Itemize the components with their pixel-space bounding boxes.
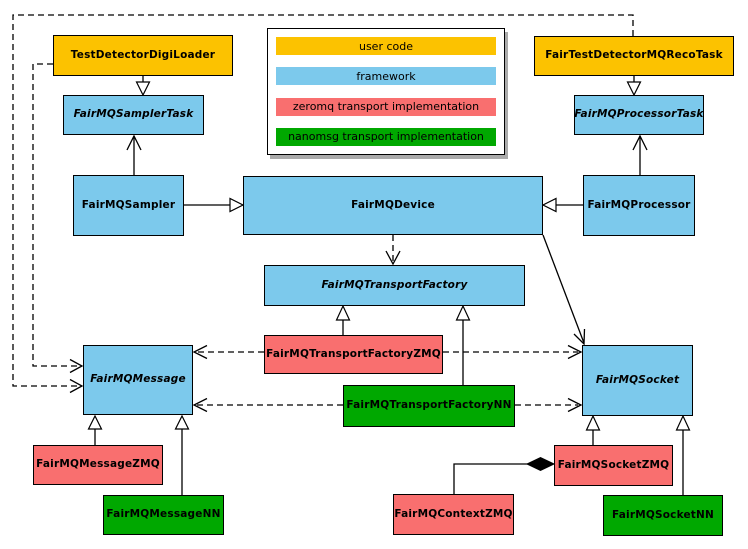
- edge-messagezmq-message: [87, 414, 103, 445]
- node-fairmq-transport-factory: FairMQTransportFactory: [264, 265, 525, 306]
- edge-socketnn-socket: [675, 414, 691, 495]
- node-fairmq-socket-zmq: FairMQSocketZMQ: [554, 445, 673, 486]
- edge-digiloader-samplertask: [135, 76, 151, 97]
- edge-recotask-message: [12, 14, 634, 394]
- edge-factorynn-socket: [515, 397, 583, 413]
- node-test-detector-digi-loader: TestDetectorDigiLoader: [53, 35, 233, 76]
- node-fairmq-socket: FairMQSocket: [582, 345, 693, 416]
- edge-factoryzmq-message: [192, 344, 264, 360]
- edge-processor-device: [541, 197, 583, 213]
- node-fairmq-message: FairMQMessage: [83, 345, 193, 415]
- edge-socketzmq-socket: [585, 414, 601, 445]
- legend-item-framework: framework: [276, 67, 496, 86]
- edge-sampler-device: [184, 197, 245, 213]
- node-fairmq-sampler-task: FairMQSamplerTask: [63, 95, 204, 135]
- node-fair-test-detector-mq-reco-task: FairTestDetectorMQRecoTask: [534, 36, 734, 76]
- edge-factorynn-message: [192, 397, 343, 413]
- node-fairmq-transport-factory-nn: FairMQTransportFactoryNN: [343, 385, 515, 427]
- legend: user code framework zeromq transport imp…: [267, 28, 505, 155]
- edge-messagenn-message: [174, 414, 190, 495]
- node-fairmq-processor-task: FairMQProcessorTask: [574, 95, 704, 135]
- edge-device-transportfactory: [385, 235, 401, 266]
- node-fairmq-socket-nn: FairMQSocketNN: [603, 495, 723, 536]
- edge-contextzmq-socketzmq: [453, 456, 556, 494]
- node-fairmq-device: FairMQDevice: [243, 176, 543, 235]
- node-fairmq-transport-factory-zmq: FairMQTransportFactoryZMQ: [264, 335, 443, 374]
- edge-processor-processortask: [632, 134, 648, 175]
- edge-digiloader-message: [32, 63, 84, 374]
- legend-item-user-code: user code: [276, 37, 496, 55]
- node-fairmq-context-zmq: FairMQContextZMQ: [393, 494, 514, 535]
- node-fairmq-message-zmq: FairMQMessageZMQ: [33, 445, 163, 485]
- edge-device-socket: [542, 234, 586, 346]
- edge-factoryzmq-transportfactory: [335, 304, 351, 335]
- edge-recotask-processortask: [626, 76, 642, 97]
- edge-factoryzmq-socket: [443, 344, 583, 360]
- edge-factorynn-transportfactory: [455, 304, 471, 385]
- node-fairmq-sampler: FairMQSampler: [73, 175, 184, 236]
- legend-item-nanomsg: nanomsg transport implementation: [276, 127, 496, 146]
- node-fairmq-processor: FairMQProcessor: [583, 175, 695, 236]
- edge-sampler-samplertask: [126, 134, 142, 175]
- node-fairmq-message-nn: FairMQMessageNN: [103, 495, 224, 535]
- legend-item-zeromq: zeromq transport implementation: [276, 97, 496, 116]
